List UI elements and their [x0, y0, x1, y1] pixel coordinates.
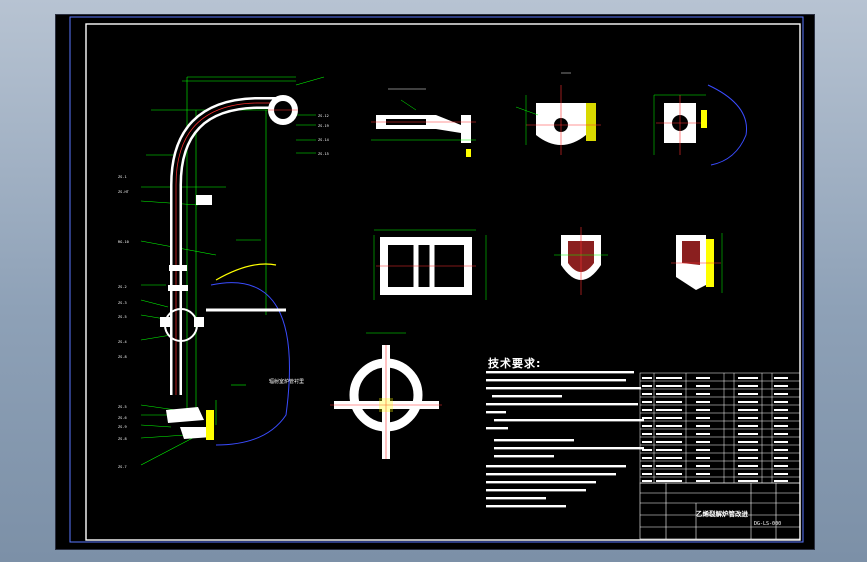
title-block-drawing-name: 乙烯裂解炉管改进 [696, 510, 748, 518]
section-view-top-center [515, 72, 601, 155]
svg-text:ZS-8: ZS-8 [118, 437, 127, 441]
main-view-callout-note: 辐射室炉管衬里 [269, 379, 305, 385]
cad-drawing-viewport[interactable]: ZS-1 ZS-HT RG-10 ZS-2 ZS-3 ZS-5 ZS-4 ZS-… [55, 14, 815, 550]
section-view-middle-center [554, 227, 608, 295]
svg-text:ZS-4: ZS-4 [118, 340, 127, 344]
svg-text:ZS-7: ZS-7 [118, 465, 127, 469]
svg-text:ZS-3: ZS-3 [118, 301, 127, 305]
section-view-top-right [653, 84, 748, 166]
svg-text:ZS-1: ZS-1 [118, 175, 127, 179]
inner-sheet-frame [85, 23, 801, 541]
svg-text:ZS-5: ZS-5 [118, 315, 127, 319]
svg-text:ZS-5: ZS-5 [118, 405, 127, 409]
drawing-canvas: ZS-1 ZS-HT RG-10 ZS-2 ZS-3 ZS-5 ZS-4 ZS-… [69, 16, 804, 543]
svg-text:RG-10: RG-10 [118, 240, 129, 244]
svg-text:ZS-9: ZS-9 [118, 425, 127, 429]
technical-requirements-title: 技术要求: [488, 357, 542, 370]
technical-requirements-body [486, 371, 644, 508]
parts-list-table [639, 372, 801, 484]
svg-text:ZS-2: ZS-2 [118, 285, 127, 289]
svg-text:ZS-HT: ZS-HT [118, 190, 130, 194]
title-block [639, 482, 801, 540]
section-view-middle-right [671, 233, 723, 293]
section-view-top-left [371, 88, 476, 157]
outer-sheet-frame [69, 16, 804, 543]
svg-text:ZS-8: ZS-8 [118, 355, 127, 359]
cross-section-view [330, 332, 442, 459]
svg-text:ZS-15: ZS-15 [318, 152, 329, 156]
main-elevation-view: ZS-1 ZS-HT RG-10 ZS-2 ZS-3 ZS-5 ZS-4 ZS-… [118, 76, 329, 469]
section-view-middle-left [373, 229, 487, 300]
title-block-drawing-code: DG-LS-000 [754, 521, 782, 527]
svg-text:ZS-19: ZS-19 [318, 124, 329, 128]
parts-list-text [642, 377, 788, 482]
svg-text:ZS-6: ZS-6 [118, 416, 127, 420]
svg-text:ZS-12: ZS-12 [318, 114, 329, 118]
svg-text:ZS-14: ZS-14 [318, 138, 329, 142]
